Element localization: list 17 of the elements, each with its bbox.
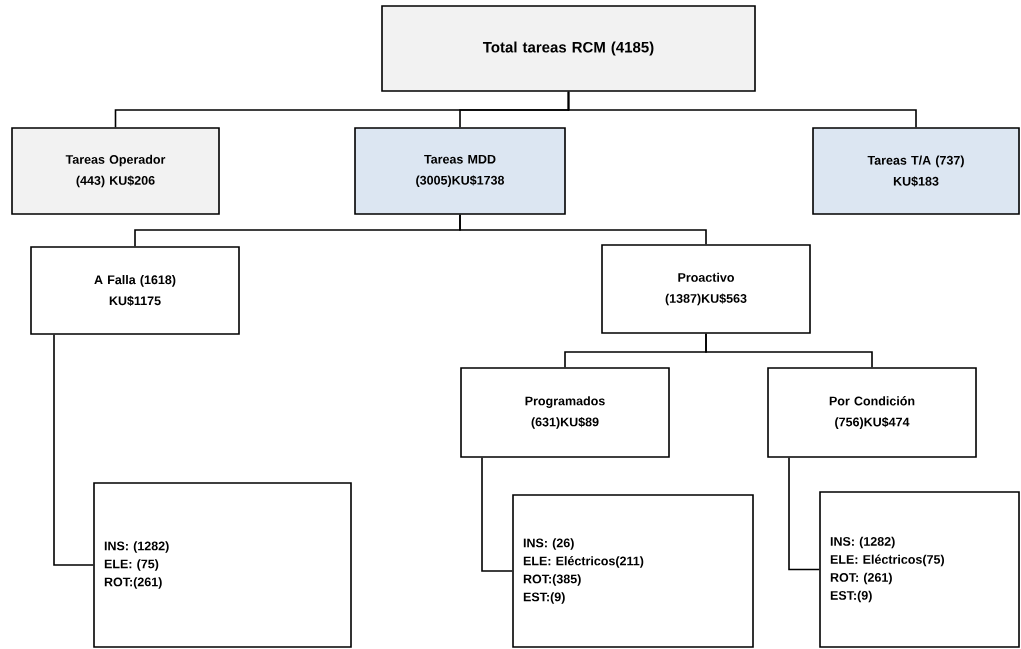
detail-box: INS: (26) ELE: Eléctricos(211) ROT:(385) EST:(9)	[512, 494, 754, 648]
connector-line	[459, 214, 707, 245]
category-box: Tareas T/A (737) KU$183	[812, 127, 1020, 215]
category-box: A Falla (1618) KU$1175	[30, 246, 240, 335]
connector-line	[481, 457, 513, 572]
connector-line	[705, 333, 873, 368]
category-box: Programados (631)KU$89	[460, 367, 670, 458]
detail-box: INS: (1282) ELE: Eléctricos(75) ROT: (261) EST:(9)	[819, 491, 1020, 648]
category-box: Tareas MDD (3005)KU$1738	[354, 127, 566, 215]
connector-line	[53, 334, 94, 566]
detail-box: INS: (1282) ELE: (75) ROT:(261)	[93, 482, 352, 648]
category-box: Por Condición (756)KU$474	[767, 367, 977, 458]
connector-line	[567, 91, 917, 128]
total-box: Total tareas RCM (4185)	[381, 5, 756, 92]
category-box: Proactivo (1387)KU$563	[601, 244, 811, 334]
connector-line	[788, 457, 820, 571]
category-box: Tareas Operador (443) KU$206	[11, 127, 220, 215]
